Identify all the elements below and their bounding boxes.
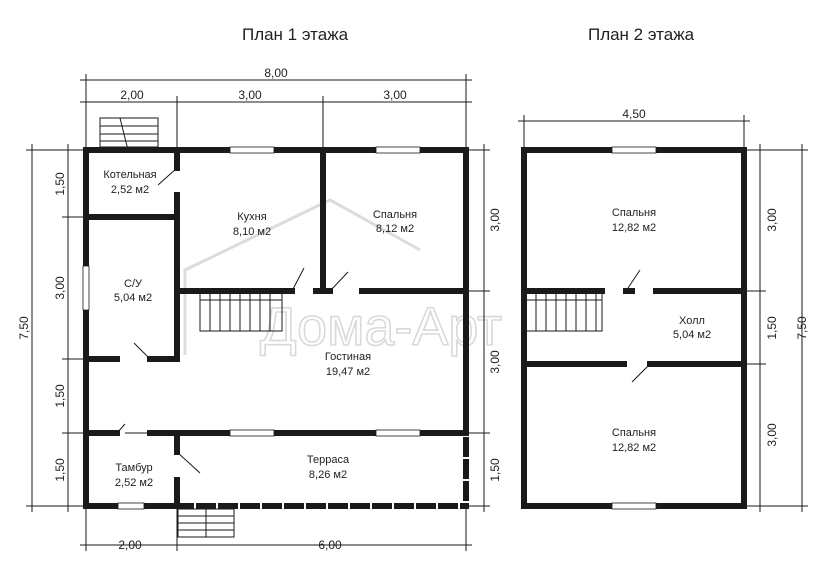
room-living-area: 19,47 м2 — [326, 366, 370, 378]
floor1-room-labels: Котельная 2,52 м2 Кухня 8,10 м2 Спальня … — [103, 169, 417, 489]
room-bath-name: С/У — [124, 278, 143, 290]
floor2-right-dimensions: 3,00 1,50 3,00 7,50 — [744, 144, 809, 512]
dim-left-d: 1,50 — [53, 458, 67, 482]
watermark: Дома-Арт — [183, 198, 503, 358]
f2-dim-right-b: 1,50 — [765, 316, 779, 340]
f2-room-hall-name: Холл — [679, 315, 705, 327]
room-bath-area: 5,04 м2 — [114, 292, 152, 304]
room-kitchen-name: Кухня — [237, 211, 266, 223]
room-terrace-name: Терраса — [307, 454, 350, 466]
f2-dim-top: 4,50 — [622, 107, 646, 121]
floor2-title: План 2 этажа — [588, 25, 695, 44]
room-terrace-area: 8,26 м2 — [309, 469, 347, 481]
floor1-windows — [82, 146, 421, 510]
f2-room-bedroom1-name: Спальня — [612, 207, 656, 219]
dim-right-c: 1,50 — [488, 458, 502, 482]
floor2-room-labels: Спальня 12,82 м2 Холл 5,04 м2 Спальня 12… — [612, 207, 711, 454]
floor1-bottom-dimensions: 2,00 6,00 — [80, 506, 472, 552]
f2-dim-right-a: 3,00 — [765, 208, 779, 232]
room-boiler-name: Котельная — [103, 169, 156, 181]
room-kitchen-area: 8,10 м2 — [233, 226, 271, 238]
floor1-doors — [116, 167, 349, 474]
dim-bottom-a: 2,00 — [118, 538, 142, 552]
dim-top-b: 3,00 — [238, 88, 262, 102]
room-vestibule-area: 2,52 м2 — [115, 477, 153, 489]
f2-room-bedroom1-area: 12,82 м2 — [612, 222, 656, 234]
room-boiler-area: 2,52 м2 — [111, 184, 149, 196]
room-bedroom-area: 8,12 м2 — [376, 223, 414, 235]
f2-dim-right-c: 3,00 — [765, 423, 779, 447]
floor1-title: План 1 этажа — [242, 25, 349, 44]
dim-left-b: 3,00 — [53, 276, 67, 300]
dim-right-b: 3,00 — [488, 350, 502, 374]
floor1-right-dimensions: 3,00 3,00 1,50 — [466, 144, 502, 512]
dim-left-a: 1,50 — [53, 172, 67, 196]
f2-room-bedroom2-name: Спальня — [612, 427, 656, 439]
floor1-top-dimensions: 8,00 2,00 3,00 3,00 — [80, 66, 472, 150]
floor1-left-dimensions: 1,50 3,00 1,50 1,50 7,50 — [17, 144, 86, 512]
dim-right-a: 3,00 — [488, 208, 502, 232]
dim-total-width: 8,00 — [264, 66, 288, 80]
dim-top-a: 2,00 — [120, 88, 144, 102]
floor2-doors — [625, 269, 651, 383]
f2-room-bedroom2-area: 12,82 м2 — [612, 442, 656, 454]
f2-dim-right-total: 7,50 — [795, 316, 809, 340]
floor2-stairs — [525, 290, 603, 332]
floor2-top-dimensions: 4,50 — [518, 107, 750, 150]
floor1-stairs — [199, 290, 283, 332]
floor1-porch-steps — [99, 117, 235, 538]
watermark-text: Дома-Арт — [260, 297, 502, 357]
room-bedroom-name: Спальня — [373, 209, 417, 221]
f2-room-hall-area: 5,04 м2 — [673, 329, 711, 341]
room-vestibule-name: Тамбур — [115, 462, 152, 474]
watermark-house-outline — [183, 198, 421, 355]
dim-bottom-b: 6,00 — [318, 538, 342, 552]
floor2-windows — [611, 146, 657, 510]
floor2-plan: 4,50 3,00 1,50 3,00 7,50 — [518, 107, 809, 512]
dim-left-total: 7,50 — [17, 316, 31, 340]
dim-top-c: 3,00 — [383, 88, 407, 102]
room-living-name: Гостиная — [325, 351, 371, 363]
floor1-plan: 8,00 2,00 3,00 3,00 1,50 3,00 1,50 1,50 … — [17, 66, 502, 552]
dim-left-c: 1,50 — [53, 384, 67, 408]
